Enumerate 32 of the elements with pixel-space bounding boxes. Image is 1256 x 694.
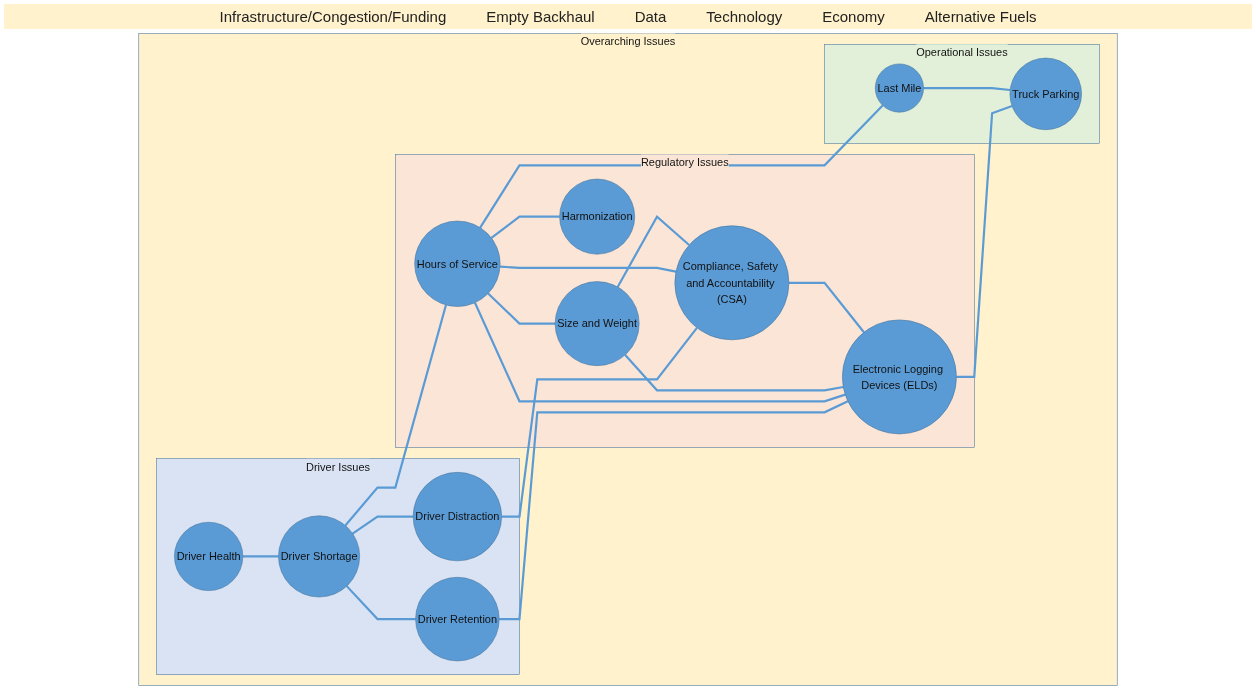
node-circle: Last Mile [875,63,924,113]
connector [352,515,414,535]
node-circle: Driver Shortage [278,515,360,598]
issue-label: Technology [706,8,783,25]
issue-label: Infrastructure/Congestion/Funding [219,8,447,25]
connector [242,555,279,558]
connector [923,86,1011,92]
connector [624,354,844,392]
connector [956,104,1013,378]
node-circle: Truck Parking [1009,57,1082,130]
node-circle: Electronic Logging Devices (ELDs) [842,319,957,435]
node-circle: Compliance, Safety and Accountability (CSA) [674,225,790,341]
connector [473,302,846,403]
connector [490,215,560,239]
issue-label: Data [634,8,667,25]
connector [345,585,416,621]
node-circle: Size and Weight [554,281,640,366]
connector [616,214,690,288]
connector [487,292,556,325]
issue-label: Empty Backhaul [486,8,595,25]
connector [499,265,677,273]
connector [501,327,698,518]
issue-label: Economy [822,8,885,25]
connector [344,304,448,527]
connector [788,281,865,333]
connector [499,400,849,621]
issue-label: Alternative Fuels [924,8,1037,25]
node-circle: Harmonization [559,178,635,255]
node-circle: Driver Retention [415,577,500,662]
node-circle: Hours of Service [414,220,501,307]
node-circle: Driver Health [174,521,244,591]
node-circle: Driver Distraction [412,472,502,562]
